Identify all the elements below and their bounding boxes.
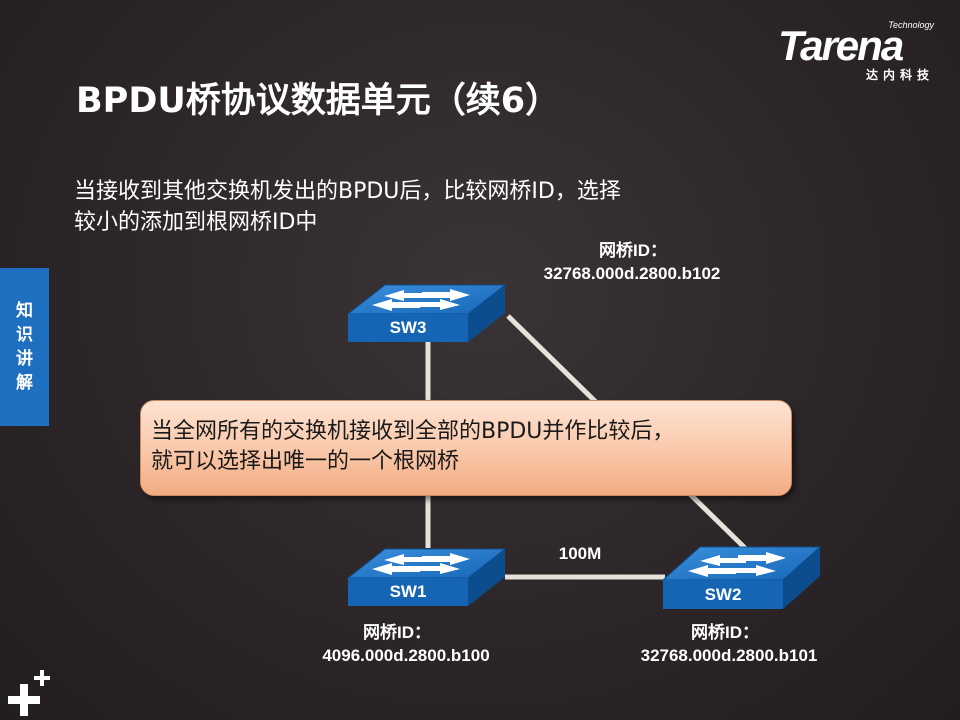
side-tab-char: 讲 — [16, 349, 33, 369]
side-tab-char: 解 — [16, 373, 33, 393]
callout-line-2: 就可以选择出唯一的一个根网桥 — [151, 449, 460, 474]
switch-sw2 — [661, 546, 822, 609]
logo-technology-text: Technology — [888, 20, 934, 30]
bridge-id-value-sw1: 4096.000d.2800.b100 — [322, 646, 490, 665]
description-line-1: 当接收到其他交换机发出的BPDU后，比较网桥ID，选择 — [74, 179, 621, 204]
logo-subtitle: 达内科技 — [865, 68, 934, 82]
logo-wordmark: Tarena — [778, 22, 904, 69]
switch-arrows-icon — [688, 552, 786, 577]
switch-sw3 — [346, 284, 507, 342]
callout-line-1: 当全网所有的交换机接收到全部的BPDU并作比较后， — [151, 419, 675, 444]
bridge-id-value-sw2: 32768.000d.2800.b101 — [640, 646, 818, 665]
description-line-2: 较小的添加到根网桥ID中 — [74, 210, 318, 235]
link-speed-label: 100M — [558, 544, 602, 563]
side-tab-knowledge: 知 识 讲 解 — [0, 268, 49, 426]
slide-title: BPDU桥协议数据单元（续6） — [76, 81, 561, 121]
switch-label-sw2: SW2 — [704, 585, 742, 604]
switch-arrows-icon — [372, 553, 470, 575]
switch-label-sw3: SW3 — [389, 318, 427, 337]
slide-description: 当接收到其他交换机发出的BPDU后，比较网桥ID，选择 较小的添加到根网桥ID中 — [74, 176, 774, 238]
side-tab-char: 知 — [16, 301, 33, 321]
switch-label-sw1: SW1 — [389, 582, 427, 601]
bridge-id-value-sw3: 32768.000d.2800.b102 — [543, 264, 721, 283]
bridge-id-label-sw2: 网桥ID： — [691, 623, 759, 642]
root-bridge-callout: 当全网所有的交换机接收到全部的BPDU并作比较后， 就可以选择出唯一的一个根网桥 — [140, 400, 792, 496]
plus-decoration-icon — [8, 670, 50, 716]
bridge-id-label-sw3: 网桥ID： — [599, 241, 667, 260]
switch-sw1 — [346, 548, 507, 606]
tarena-logo: Technology Tarena 达内科技 — [778, 20, 948, 82]
side-tab-char: 识 — [16, 325, 33, 345]
bridge-id-label-sw1: 网桥ID： — [363, 623, 431, 642]
switch-arrows-icon — [372, 289, 470, 311]
